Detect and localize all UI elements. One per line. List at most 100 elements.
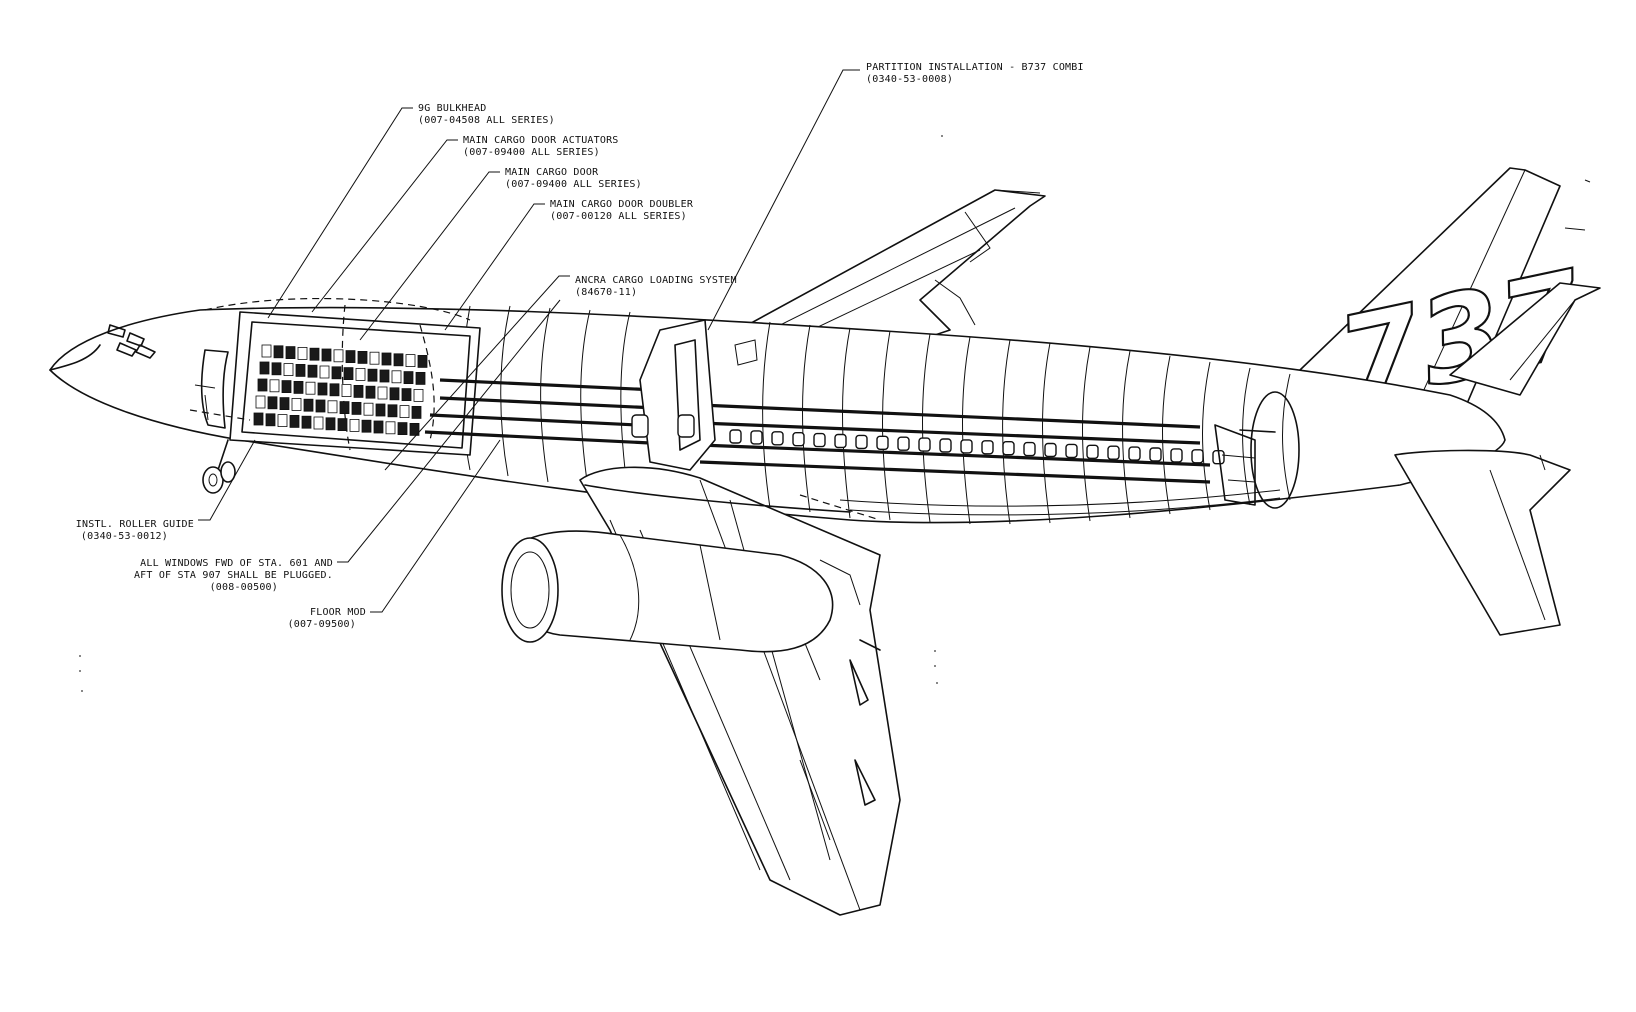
pallet-cell [405,354,416,368]
pallet-cell [415,371,426,385]
pallet-cell [277,414,288,428]
pallet-cell [337,418,348,432]
callout-cargo-door-part: (007-09400 ALL SERIES) [505,179,642,190]
pallet-cell [279,397,290,411]
pallet-cell [345,350,356,364]
combi-partition [631,319,758,471]
cargo-loading-system-pallets [253,344,428,436]
pallet-cell [317,382,328,396]
pallet-cell [289,414,300,428]
engine-nacelle [501,530,861,653]
pallet-cell [363,402,374,416]
callout-leaders [198,69,860,613]
pallet-cell [379,369,390,383]
pallet-cell [387,404,398,418]
pallet-cell [329,383,340,397]
cabin-window [1044,442,1057,458]
cabin-window [876,435,889,450]
pallet-cell [389,387,400,401]
pallet-cell [301,415,312,429]
pallet-cell [253,412,264,426]
pallet-cell [319,365,330,379]
wing-left [579,466,901,916]
cabin-window [855,434,868,450]
callout-actuators-title: MAIN CARGO DOOR ACTUATORS [463,135,619,146]
callout-cargo-door-title: MAIN CARGO DOOR [505,167,599,178]
pallet-cell [313,416,324,430]
pallet-cell [315,399,326,413]
cabin-window [750,430,763,445]
cabin-window [918,437,931,452]
pallet-cell [351,401,362,415]
pallet-cell [349,418,360,432]
callout-partition-part: (0340-53-0008) [866,74,953,85]
pallet-cell [271,362,282,376]
pallet-cell [305,381,316,395]
callout-floor-title: FLOOR MOD [310,607,366,618]
callout-windows-line1: ALL WINDOWS FWD OF STA. 601 AND [140,558,333,569]
pallet-cell [385,421,396,435]
pallet-cell [369,351,380,365]
pallet-cell [297,346,308,360]
pallet-cell [399,405,410,419]
pallet-cell [303,398,314,412]
pallet-cell [333,349,344,363]
cabin-window [813,432,826,448]
callout-partition-installation: PARTITION INSTALLATION - B737 COMBI (034… [866,62,1084,85]
pallet-cell [269,379,280,393]
callout-main-cargo-door: MAIN CARGO DOOR (007-09400 ALL SERIES) [505,167,642,190]
pallet-cell [409,422,420,436]
pallet-cell [339,401,350,415]
pallet-cell [413,388,424,402]
cabin-window [1002,441,1015,456]
cabin-window [981,440,994,455]
pallet-cell [377,386,388,400]
callout-ancra-title: ANCRA CARGO LOADING SYSTEM [575,275,737,286]
callout-floor-part: (007-09500) [288,619,356,630]
pallet-cell [343,367,354,381]
pallet-cell [403,371,414,385]
cabin-window [897,436,910,451]
cabin-window [792,432,805,447]
pallet-cell [257,378,268,392]
callout-roller-title: INSTL. ROLLER GUIDE [76,519,194,530]
callout-bulkhead-title: 9G BULKHEAD [418,103,486,114]
callout-roller-part: (0340-53-0012) [81,531,168,542]
pallet-cell [365,385,376,399]
pallet-cell [255,395,266,409]
cabin-window [939,438,952,453]
callout-main-cargo-door-doubler: MAIN CARGO DOOR DOUBLER (007-00120 ALL S… [550,199,694,222]
cabin-window [1170,448,1183,463]
pallet-cell [361,419,372,433]
pallet-cell [373,420,384,434]
pallet-cell [273,345,284,359]
cabin-window [1191,449,1204,464]
scan-marks [79,135,943,692]
pallet-cell [357,350,368,364]
pallet-cell [293,380,304,394]
pallet-cell [353,384,364,398]
callout-ancra-cargo-loading-system: ANCRA CARGO LOADING SYSTEM (84670-11) [575,275,737,298]
callout-doubler-part: (007-00120 ALL SERIES) [550,211,687,222]
callout-roller-guide: INSTL. ROLLER GUIDE (0340-53-0012) [76,519,194,542]
callout-bulkhead-part: (007-04508 ALL SERIES) [418,115,555,126]
pallet-cell [321,348,332,362]
callout-windows-line2: AFT OF STA 907 SHALL BE PLUGGED. [134,570,333,581]
nose-landing-gear [202,439,236,494]
callout-windows-part: (008-00500) [210,582,278,593]
callout-ancra-part: (84670-11) [575,287,637,298]
callout-9g-bulkhead: 9G BULKHEAD (007-04508 ALL SERIES) [418,103,555,126]
pallet-cell [281,380,292,394]
cabin-window [729,429,742,444]
callout-partition-title: PARTITION INSTALLATION - B737 COMBI [866,62,1084,73]
cabin-window [1065,443,1078,459]
pallet-cell [285,346,296,360]
pallet-cell [259,361,270,375]
pallet-cell [291,397,302,411]
pallet-cell [397,422,408,436]
horizontal-stabilizer-right [1449,282,1601,396]
pallet-cell [381,352,392,366]
pallet-cell [401,388,412,402]
